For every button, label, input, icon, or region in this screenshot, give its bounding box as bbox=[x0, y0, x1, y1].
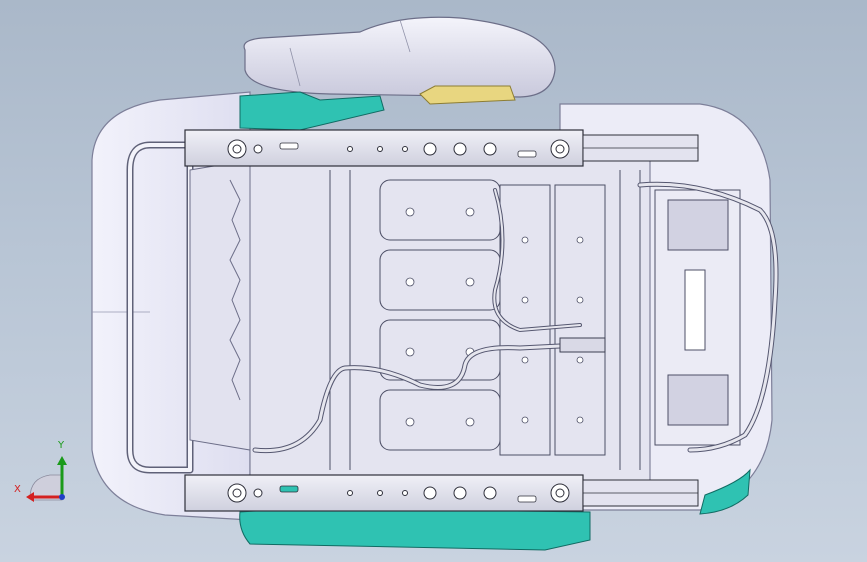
yellow-bracket bbox=[419, 85, 516, 105]
headrest bbox=[243, 16, 556, 98]
top-seat-rail bbox=[184, 129, 699, 167]
teal-trim-bottom bbox=[239, 507, 591, 551]
teal-trim-top bbox=[239, 91, 385, 131]
triad-x-label: X bbox=[14, 484, 21, 495]
triad-y-label: Y bbox=[58, 440, 65, 451]
connector bbox=[559, 337, 606, 353]
bottom-seat-rail bbox=[184, 474, 699, 512]
triad-z-axis bbox=[59, 494, 65, 500]
grid-holes bbox=[405, 207, 584, 427]
coordinate-triad bbox=[26, 456, 67, 502]
